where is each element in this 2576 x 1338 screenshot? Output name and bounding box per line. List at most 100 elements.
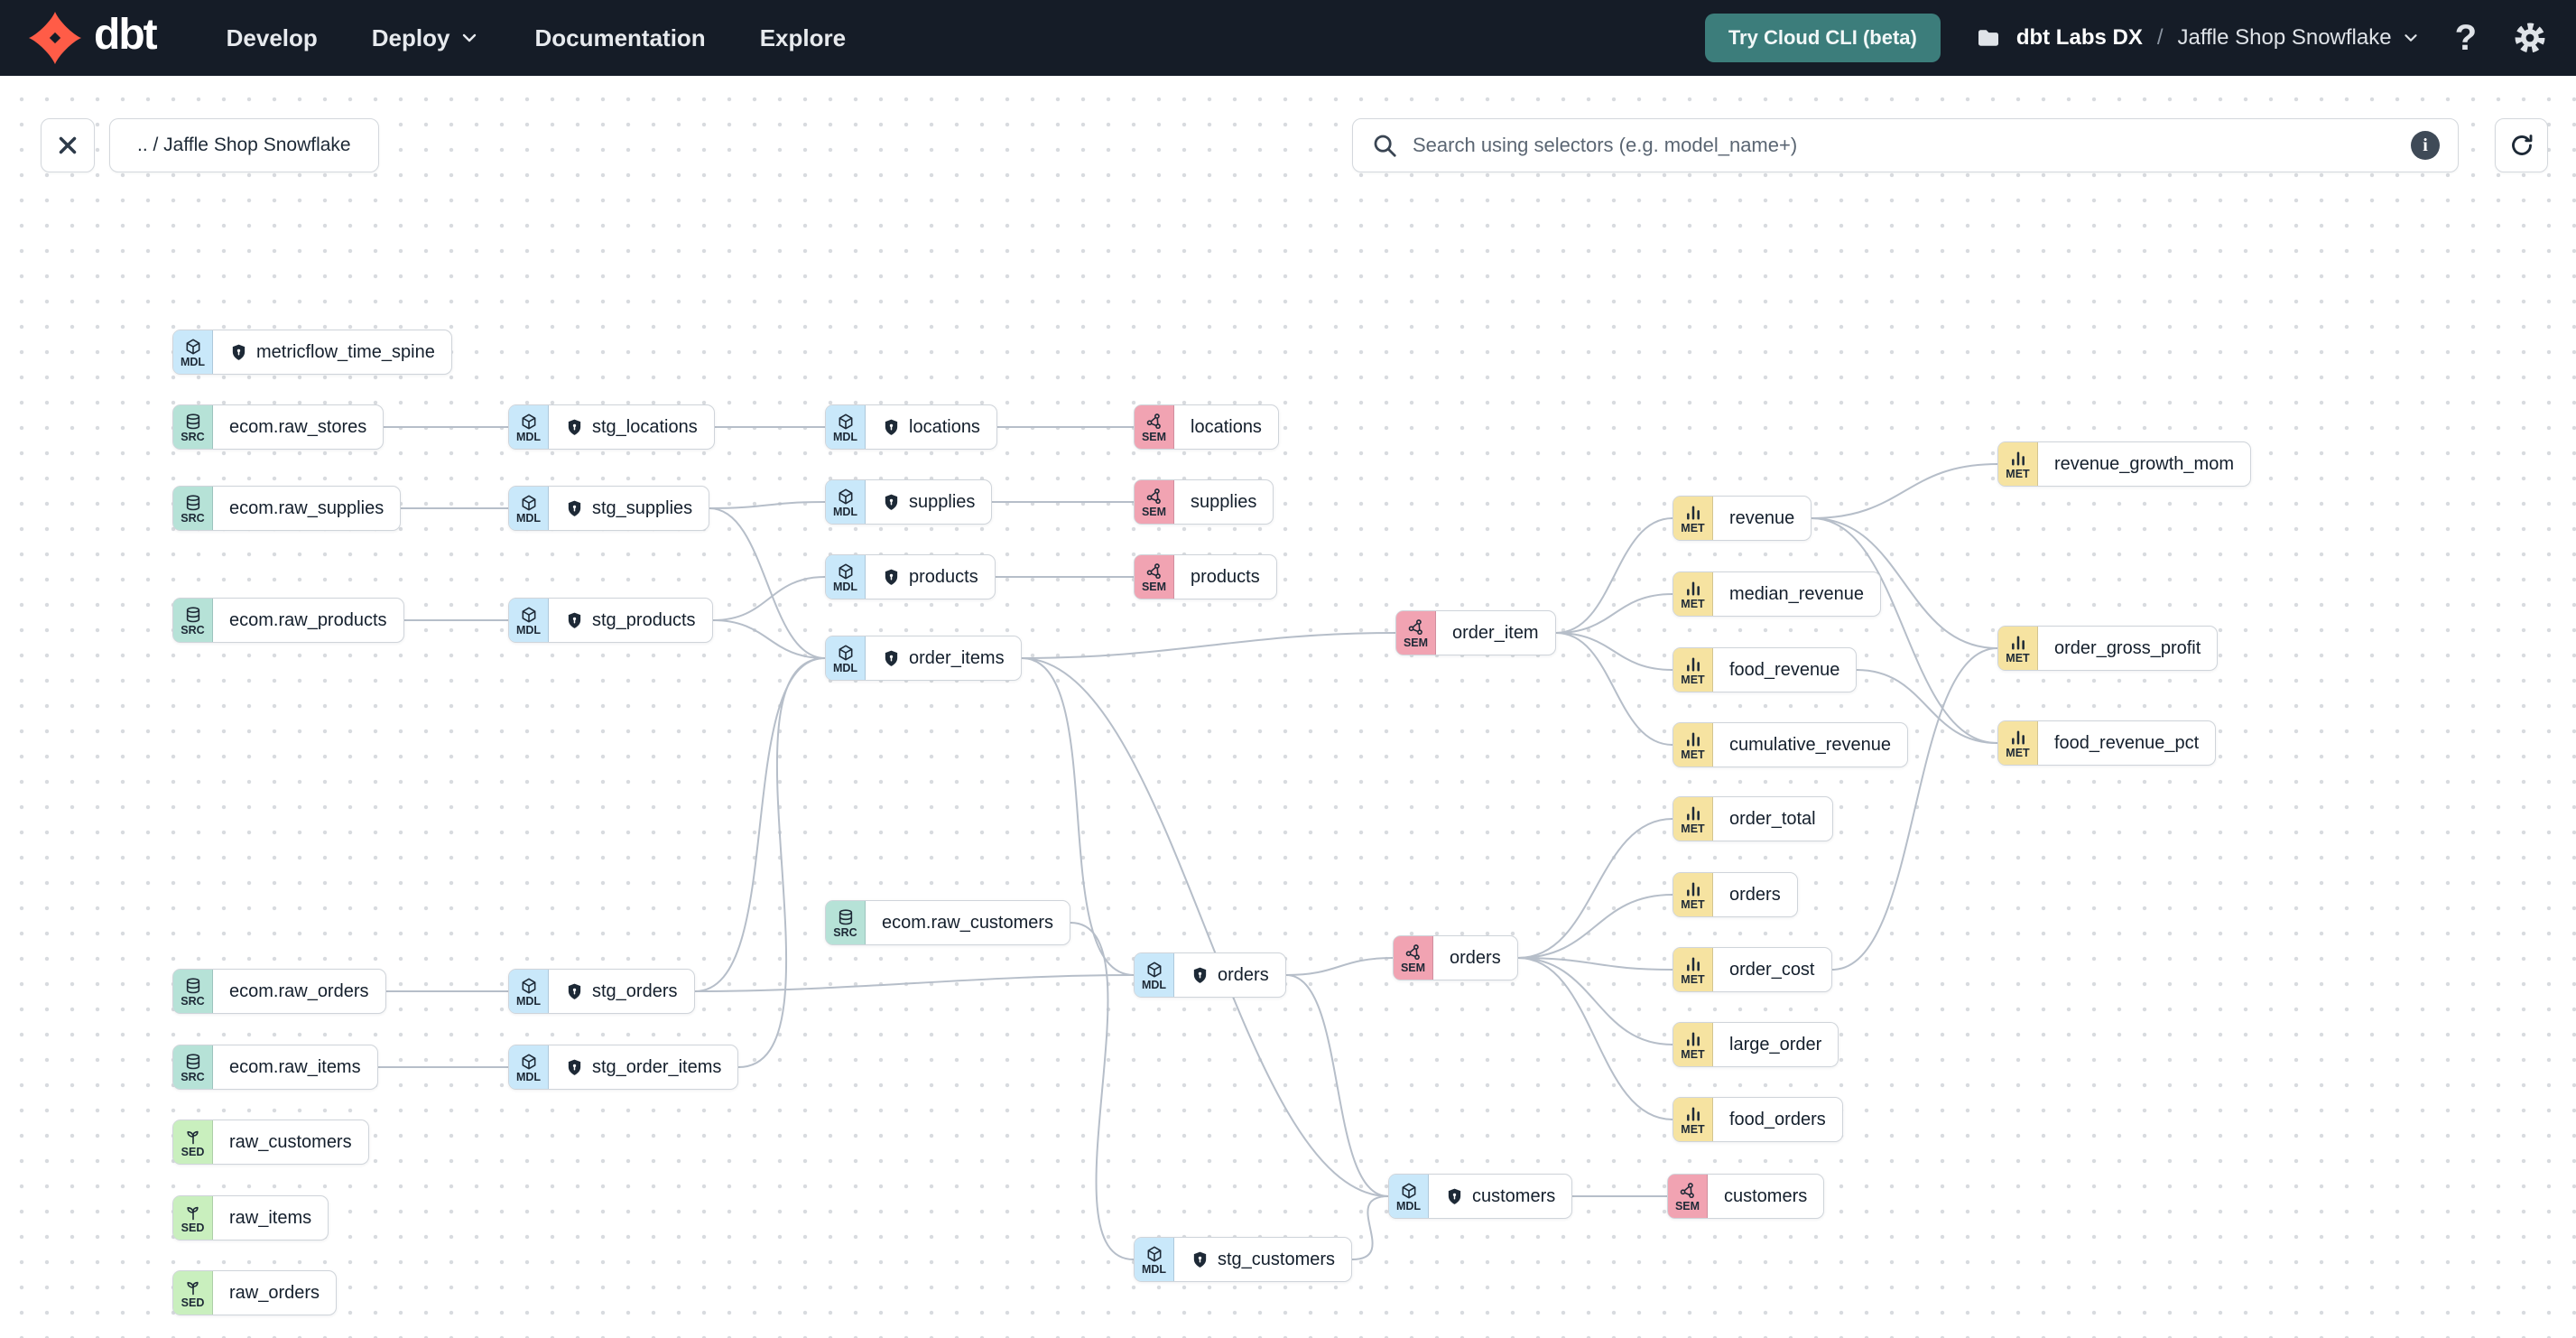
menu-item-develop[interactable]: Develop [226,23,318,51]
breadcrumb-separator: / [2156,25,2164,50]
node-body: orders [1713,873,1797,916]
dbt-wordmark: dbt [94,11,158,59]
node-type-label: MDL [832,661,858,674]
semantic-graph-icon [1146,488,1161,504]
menu-item-documentation[interactable]: Documentation [534,23,706,51]
node-type-label: SED [181,1221,205,1234]
settings-gear-icon[interactable] [2511,19,2549,57]
node-type-label: MET [1681,597,1705,610]
node-body: raw_orders [213,1271,336,1315]
refresh-button[interactable] [2495,118,2548,172]
shield-lock-icon [568,500,581,516]
menu-item-deploy[interactable]: Deploy [372,24,481,52]
dbt-brand[interactable]: dbt [27,10,158,66]
shield-lock-icon [568,983,581,999]
node-label: stg_order_items [592,1056,722,1077]
node-label: supplies [909,491,976,512]
model-cube-icon [522,607,535,623]
node-type-label: MDL [515,430,542,443]
node-type-label: MDL [515,994,542,1008]
node-type-badge: MET [1998,627,2038,670]
account-project-switcher[interactable]: dbt Labs DX / Jaffle Shop Snowflake [1975,24,2421,51]
node-type-badge: MET [1673,723,1713,767]
metric-bars-icon [2011,451,2025,466]
try-cloud-cli-button[interactable]: Try Cloud CLI (beta) [1704,14,1941,62]
metric-bars-icon [1686,882,1700,897]
node-body: ecom.raw_items [213,1045,377,1089]
node-type-badge: MDL [826,636,866,680]
node-body: order_gross_profit [2038,627,2217,670]
metric-bars-icon [1686,1107,1700,1121]
node-type-label: SRC [181,623,205,636]
node-type-badge: SEM [1135,480,1174,524]
node-type-label: MET [1681,1047,1705,1061]
node-type-label: SEM [1141,580,1167,593]
seed-sprout-icon [186,1281,199,1295]
metric-bars-icon [1686,657,1700,672]
close-button[interactable] [41,118,95,172]
node-type-badge: SRC [826,901,866,944]
graph-node-mdl-stg-locations[interactable]: MDL stg_locations [508,404,715,450]
menu-item-explore[interactable]: Explore [759,23,847,51]
node-label: revenue_growth_mom [2054,453,2234,474]
node-body: large_order [1713,1023,1838,1066]
shield-lock-icon [885,569,898,585]
metric-bars-icon [1686,506,1700,520]
node-type-badge: SEM [1668,1175,1708,1218]
node-type-badge: MDL [1135,1238,1174,1281]
breadcrumb[interactable]: .. / Jaffle Shop Snowflake [109,118,379,172]
search-input[interactable] [1411,133,2398,158]
node-type-badge: MDL [1389,1175,1429,1218]
graph-node-met-large-order[interactable]: MET large_order [1673,1022,1839,1067]
graph-node-mdl-supplies[interactable]: MDL supplies [825,479,993,525]
node-type-badge: MDL [826,480,866,524]
help-icon[interactable]: ? [2454,18,2477,58]
node-body: food_revenue_pct [2038,721,2215,765]
info-icon[interactable]: i [2411,131,2440,160]
node-type-badge: SEM [1396,611,1436,655]
node-type-label: MDL [832,580,858,593]
node-body: customers [1708,1175,1823,1218]
node-body: orders [1174,953,1285,997]
node-label: stg_locations [592,416,698,437]
graph-node-mdl-stg-customers[interactable]: MDL stg_customers [1134,1237,1353,1282]
node-label: stg_customers [1218,1249,1336,1269]
